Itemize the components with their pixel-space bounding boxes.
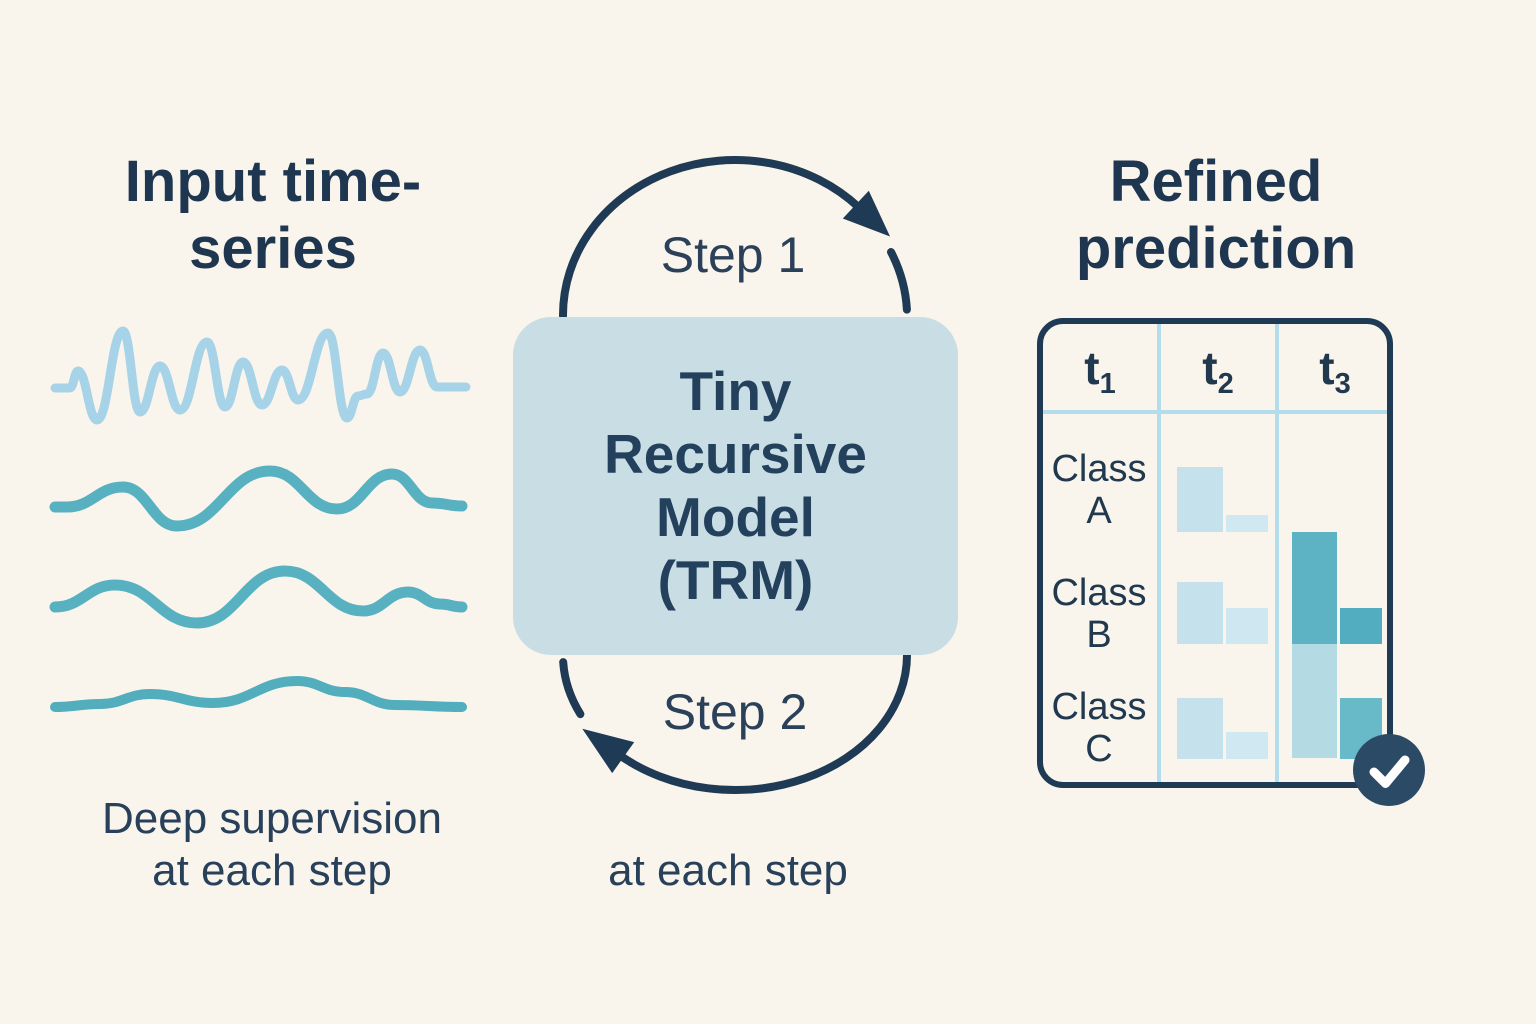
table-vline-1 xyxy=(1157,324,1161,782)
input-wave-3 xyxy=(49,565,468,629)
at-each-step-caption: at each step xyxy=(608,846,848,895)
refined-title-line1: Refined xyxy=(1109,149,1323,214)
table-header-t2: t2 xyxy=(1202,342,1234,400)
trm-line3: Model xyxy=(656,486,815,548)
trm-line4: (TRM) xyxy=(657,549,814,611)
input-wave-2 xyxy=(49,465,468,532)
row-label-class-b: Class B xyxy=(1051,572,1147,656)
refined-title: Refined prediction xyxy=(1076,148,1356,282)
loop-arc-bottom xyxy=(615,651,911,794)
table-header-t1: t1 xyxy=(1084,342,1116,400)
step1-label: Step 1 xyxy=(660,227,806,283)
check-icon xyxy=(1353,734,1425,806)
arrowhead-right-icon xyxy=(842,190,891,237)
row-label-class-c: Class C xyxy=(1051,686,1147,770)
input-wave-4 xyxy=(50,675,467,712)
trm-box-label: Tiny Recursive Model (TRM) xyxy=(604,360,867,612)
table-vline-2 xyxy=(1275,324,1279,782)
table-header-separator xyxy=(1043,410,1387,414)
deep-supervision-caption: Deep supervision at each step xyxy=(102,793,442,897)
loop-arc-top-tail xyxy=(887,248,911,314)
prediction-table: t1 t2 t3 Class A Class B Class C xyxy=(1037,318,1393,788)
input-title: Input time- series xyxy=(125,148,421,282)
table-header-t3: t3 xyxy=(1319,342,1351,400)
loop-arc-bottom-tail xyxy=(559,658,585,719)
trm-line2: Recursive xyxy=(604,423,867,485)
input-title-line2: series xyxy=(189,216,357,281)
loop-arc-top xyxy=(558,156,863,320)
row-label-class-a: Class A xyxy=(1051,448,1147,532)
check-badge xyxy=(1353,734,1425,806)
refined-title-line2: prediction xyxy=(1075,216,1357,281)
step2-label: Step 2 xyxy=(662,684,808,740)
input-wave-1 xyxy=(50,326,471,425)
deep-supervision-line1: Deep supervision xyxy=(102,794,442,843)
trm-box: Tiny Recursive Model (TRM) xyxy=(513,317,958,655)
trm-line1: Tiny xyxy=(679,360,792,422)
input-title-line1: Input time- xyxy=(124,149,422,214)
arrowhead-left-icon xyxy=(582,728,635,774)
deep-supervision-line2: at each step xyxy=(152,846,392,895)
